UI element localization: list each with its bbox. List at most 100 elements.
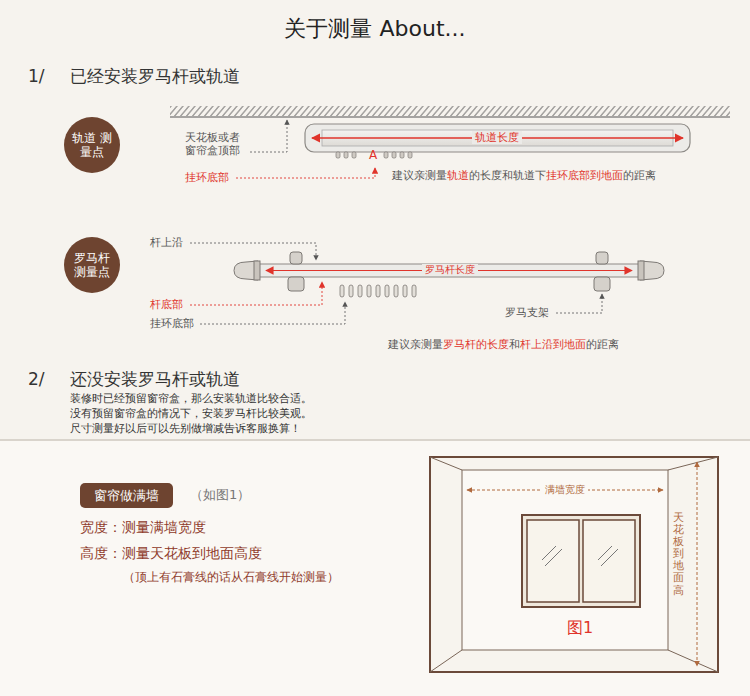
- shape: [290, 252, 302, 264]
- shape: [596, 252, 608, 264]
- measure-point-badge: 轨道 测量点: [64, 117, 120, 173]
- section-heading: 还没安装罗马杆或轨道: [70, 369, 240, 389]
- shape: [601, 549, 618, 566]
- hook: [408, 152, 412, 158]
- sentence-part: 挂环底部到地面: [546, 169, 623, 182]
- shape: [668, 650, 718, 672]
- ring: [412, 285, 416, 297]
- shape: [430, 457, 462, 470]
- shape: [250, 120, 287, 152]
- ring: [394, 285, 398, 297]
- part-label: 天花板或者 窗帘盒顶部: [185, 131, 245, 157]
- hook: [344, 152, 348, 158]
- dimension-label: 天花板到地面高: [673, 512, 684, 597]
- shape: [430, 457, 718, 672]
- shape: [288, 277, 304, 291]
- shape: [598, 546, 612, 560]
- shape: [638, 261, 644, 280]
- shape: [542, 546, 556, 560]
- shape: [556, 294, 602, 313]
- shape: [200, 302, 345, 324]
- shape: [522, 515, 640, 607]
- shape: [236, 168, 375, 178]
- note: （顶上有石膏线的话从石膏线开始测量）: [123, 570, 339, 584]
- ring: [358, 285, 362, 297]
- ring: [403, 285, 407, 297]
- shape: [340, 285, 416, 297]
- instruction: 宽度：测量满墙宽度: [80, 519, 206, 536]
- shape: [583, 520, 635, 602]
- section-number: 1/: [28, 66, 45, 86]
- sentence-part: 的长度和轨道下: [469, 169, 546, 182]
- rod-bracket: [288, 252, 610, 291]
- note-line: 没有预留窗帘盒的情况下，安装罗马杆比较美观。: [70, 407, 312, 420]
- sentence-part: 和: [509, 338, 520, 351]
- section-number: 2/: [28, 369, 45, 389]
- callout-letter: A: [369, 148, 377, 162]
- sentence-part: 的距离: [586, 338, 619, 351]
- ring: [340, 285, 344, 297]
- instruction: 高度：测量天花板到地面高度: [80, 545, 262, 562]
- shape: [258, 264, 640, 277]
- measure-point-badge: 罗马杆 测量点: [64, 237, 120, 293]
- shape: [545, 549, 562, 566]
- sentence-part: 轨道: [447, 169, 469, 182]
- hook: [392, 152, 396, 158]
- shape: [462, 470, 668, 650]
- ring: [376, 285, 380, 297]
- shape: [190, 282, 322, 305]
- part-label: 挂环底部: [185, 171, 229, 184]
- hook: [352, 152, 356, 158]
- shape: [254, 261, 260, 280]
- shape: [668, 457, 718, 470]
- sentence-part: 罗马杆的长度: [443, 338, 509, 351]
- ring: [349, 285, 353, 297]
- figure-number: 图1: [567, 618, 593, 637]
- note: （如图1）: [190, 487, 250, 503]
- room-figure: [430, 457, 718, 672]
- node-text: 轨道 测量点: [72, 131, 112, 160]
- leader-line: [236, 120, 375, 178]
- sentence-part: 建议亲测量: [392, 169, 447, 182]
- track: [305, 124, 690, 158]
- roman-rod: [234, 252, 664, 297]
- shape: [594, 277, 610, 291]
- note-line: 装修时已经预留窗帘盒，那么安装轨道比较合适。: [70, 392, 312, 405]
- hook: [400, 152, 404, 158]
- shape: [170, 116, 730, 117]
- shape: [430, 650, 462, 672]
- sentence: 建议亲测量轨道的长度和轨道下挂环底部到地面的距离: [392, 169, 656, 182]
- part-label: 罗马支架: [505, 306, 549, 319]
- sentence-part: 建议亲测量: [388, 338, 443, 351]
- section-tag: 窗帘做满墙: [80, 483, 173, 508]
- leader-line: [190, 243, 602, 324]
- ceiling: [170, 106, 730, 117]
- shape: [170, 106, 730, 116]
- title: 关于测量 About...: [284, 16, 465, 42]
- part-label: 杆底部: [150, 298, 183, 311]
- hook: [336, 152, 340, 158]
- dimension-label: 罗马杆长度: [422, 264, 478, 276]
- ring: [385, 285, 389, 297]
- dimension-label: 满墙宽度: [542, 484, 588, 496]
- dimension-label: 轨道长度: [472, 131, 522, 144]
- shape: [305, 124, 690, 152]
- sentence-part: 杆上沿到地面: [520, 338, 586, 351]
- window: [522, 515, 640, 607]
- shape: [190, 243, 316, 260]
- shape: [527, 520, 579, 602]
- section-heading: 已经安装罗马杆或轨道: [70, 66, 240, 86]
- shape: [697, 462, 698, 666]
- divider: [0, 439, 750, 441]
- node-text: 窗帘做满墙: [94, 488, 159, 504]
- lower-panel: [0, 441, 750, 696]
- sentence-part: 的距离: [623, 169, 656, 182]
- part-label: 挂环底部: [150, 317, 194, 330]
- hook: [384, 152, 388, 158]
- sentence: 建议亲测量罗马杆的长度和杆上沿到地面的距离: [388, 338, 619, 351]
- ring: [367, 285, 371, 297]
- part-label: 杆上沿: [150, 236, 183, 249]
